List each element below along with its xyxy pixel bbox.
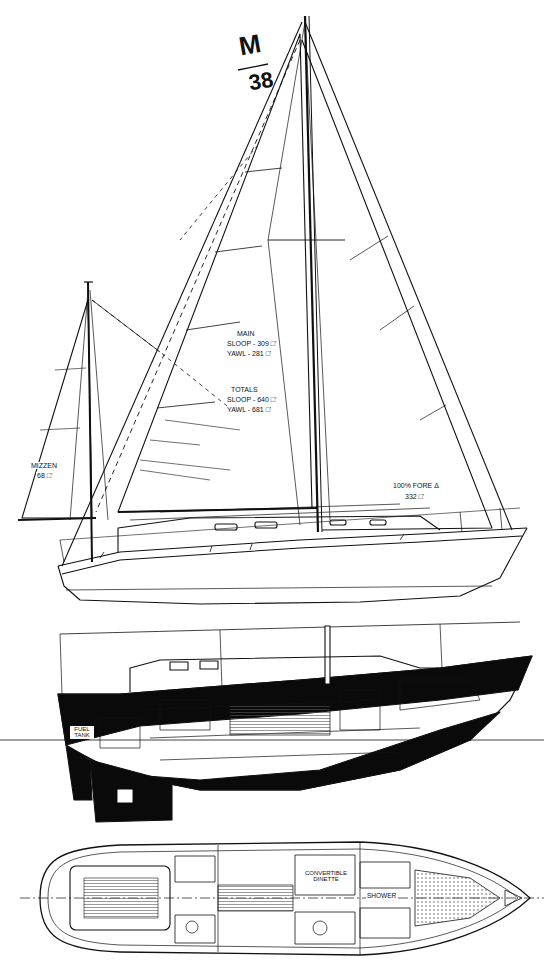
part-name: CONVERTIBLE DINETTE — [298, 870, 354, 883]
sail-name: 100% FORE Δ — [392, 482, 440, 489]
sail-area: SLOOP - 640 □' — [226, 396, 277, 403]
part-name: FUEL TANK — [70, 726, 94, 739]
sail-logo-number: 38 — [246, 67, 276, 94]
sail-name: MAIN — [236, 330, 256, 337]
sail-area: 68 □' — [36, 472, 53, 479]
sail-logo-letter: M — [236, 30, 264, 61]
part-name: SHOWER — [366, 893, 397, 900]
sail-area: 332 □' — [404, 493, 425, 500]
sail-area: SLOOP - 309 □' — [226, 340, 277, 347]
sail-area: YAWL - 281 □' — [226, 350, 272, 357]
sail-name: TOTALS — [230, 386, 259, 393]
sail-area: YAWL - 681 □' — [226, 406, 272, 413]
sail-name: MIZZEN — [30, 462, 58, 469]
